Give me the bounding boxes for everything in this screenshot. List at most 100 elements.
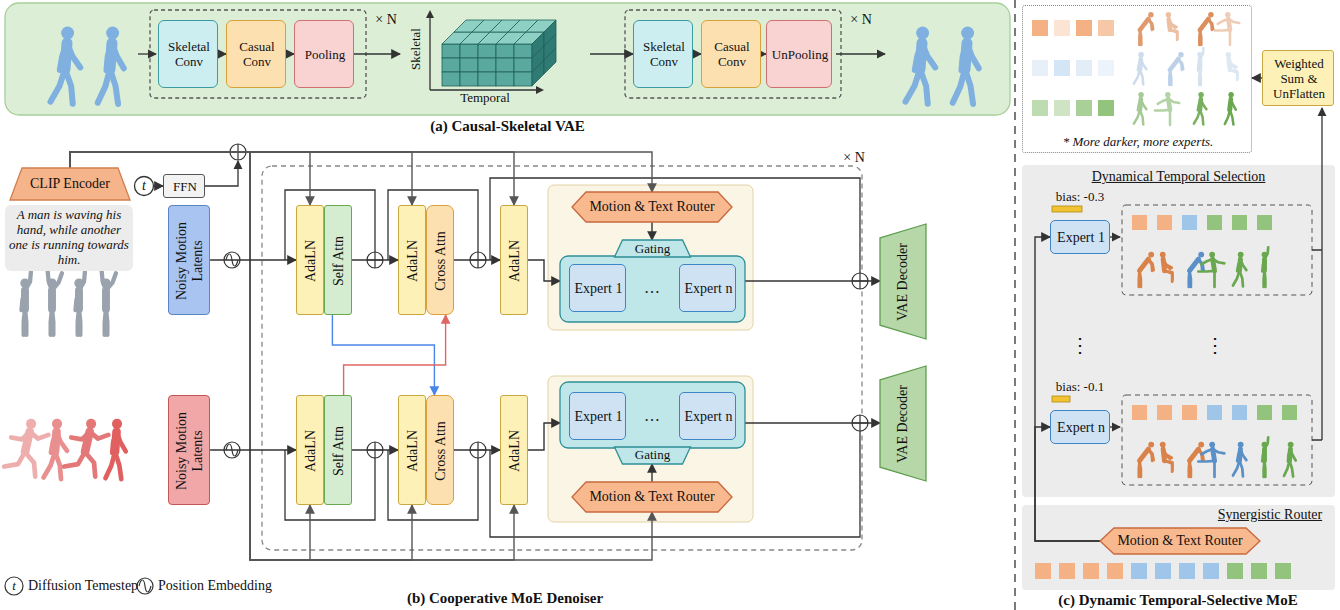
axis-arrows: [430, 14, 540, 90]
connector: [70, 152, 652, 560]
limb: [1262, 259, 1264, 271]
head: [74, 278, 83, 287]
cube-cell: [478, 58, 496, 72]
box-label: Expert 1: [1057, 230, 1105, 246]
cube-cell: [514, 44, 532, 58]
router-hexagon: Motion & Text Router: [572, 192, 732, 222]
head: [1198, 252, 1204, 258]
noisy-latents-box: Noisy Motion Latents: [168, 205, 210, 315]
moe-panel: [548, 376, 753, 522]
torso: [920, 43, 922, 69]
head: [52, 419, 62, 429]
token-square: [1155, 563, 1171, 579]
temporal-selection-region: Dynamical Temporal SelectionExpert 1Expe…: [1022, 165, 1335, 497]
group-outline: [625, 10, 841, 98]
token-square: [1076, 20, 1092, 36]
sine-wave: [139, 580, 151, 592]
human-figure: [20, 272, 31, 335]
symbol-letter: t: [12, 579, 16, 594]
box-label: VAE Decoder: [895, 243, 911, 321]
box-label: Noisy Motion Latents: [174, 401, 206, 501]
human-figure: [1262, 247, 1269, 287]
torso: [1163, 259, 1164, 271]
human-figure: [1198, 442, 1224, 477]
box-label: Skeletal Conv: [164, 40, 214, 70]
human-figure: [1226, 52, 1238, 80]
human-figure: [1139, 442, 1154, 477]
head: [1178, 52, 1183, 57]
head: [101, 278, 110, 287]
torso: [965, 43, 967, 69]
head: [1198, 442, 1204, 448]
token-square: [1098, 60, 1114, 76]
limb: [22, 290, 25, 310]
token-square: [1032, 20, 1048, 36]
shape-outline: [400, 4, 590, 104]
flow-line: [1321, 108, 1322, 440]
gating-frame: [560, 256, 745, 322]
torso: [55, 432, 57, 452]
limb: [1262, 449, 1264, 461]
torso: [115, 432, 117, 452]
limb: [1231, 99, 1236, 110]
axis-head: [426, 10, 544, 94]
group-heading: (a) Causal-Skeletal VAE: [430, 118, 584, 135]
clip-encoder: CLIP Encoder: [10, 168, 130, 200]
human-figure: [1134, 52, 1147, 84]
limb: [112, 432, 116, 453]
box-label: CLIP Encoder: [30, 176, 110, 192]
connector: [454, 259, 500, 260]
token-square: [1182, 405, 1197, 420]
limb: [1141, 99, 1147, 109]
token-square: [1182, 215, 1197, 230]
human-figure: [1199, 12, 1213, 45]
cube-cell: [460, 58, 478, 72]
head: [1238, 442, 1244, 448]
group-heading: × N: [843, 150, 865, 166]
human-figure: [1166, 12, 1178, 40]
connector: [454, 449, 500, 450]
box-label: t: [142, 178, 146, 194]
connector: [1035, 427, 1100, 541]
merge-line: [1312, 250, 1322, 440]
token-square: [1157, 405, 1172, 420]
human-figure: [98, 27, 124, 104]
head: [1288, 442, 1294, 448]
limb: [961, 43, 967, 70]
token-square: [1054, 100, 1070, 116]
bias-value: bias: -0.3: [1056, 190, 1104, 205]
box-label: Self Attn: [331, 426, 347, 476]
box-label: Motion & Text Router: [589, 199, 714, 215]
human-figure: [74, 272, 85, 335]
torso: [1262, 259, 1267, 271]
token-square: [1232, 215, 1247, 230]
human-figure: [953, 27, 979, 104]
torso: [65, 43, 67, 69]
torso: [1213, 449, 1215, 461]
text-prompt: A man is waving his hand, while another …: [5, 205, 133, 271]
causal-conv-box: Casual Conv: [226, 20, 286, 88]
cube-cell: [460, 72, 478, 86]
torso: [1140, 449, 1149, 461]
head: [1262, 442, 1268, 448]
torso: [85, 432, 90, 452]
hexagon: [1100, 528, 1260, 554]
human-figure: [1160, 252, 1173, 282]
box-label: Weighted Sum & UnFlatten: [1268, 57, 1330, 102]
connector: [352, 449, 398, 450]
human-figure: [1215, 12, 1239, 45]
torso: [1168, 99, 1170, 110]
box-label: Cross Attn: [433, 421, 449, 481]
box-label: Temporal: [460, 91, 510, 106]
limb: [1240, 259, 1246, 270]
torso: [1190, 259, 1199, 271]
head: [1148, 442, 1154, 448]
group-outline: [262, 166, 862, 550]
adaln-box: AdaLN: [398, 205, 426, 315]
vertical-ellipsis: ⋮: [1070, 334, 1090, 357]
token-square: [1203, 563, 1219, 579]
unpooling-box: UnPooling: [766, 20, 832, 88]
human-figure: [1262, 437, 1269, 477]
token-square: [1098, 20, 1114, 36]
group-outline: [1022, 165, 1335, 497]
